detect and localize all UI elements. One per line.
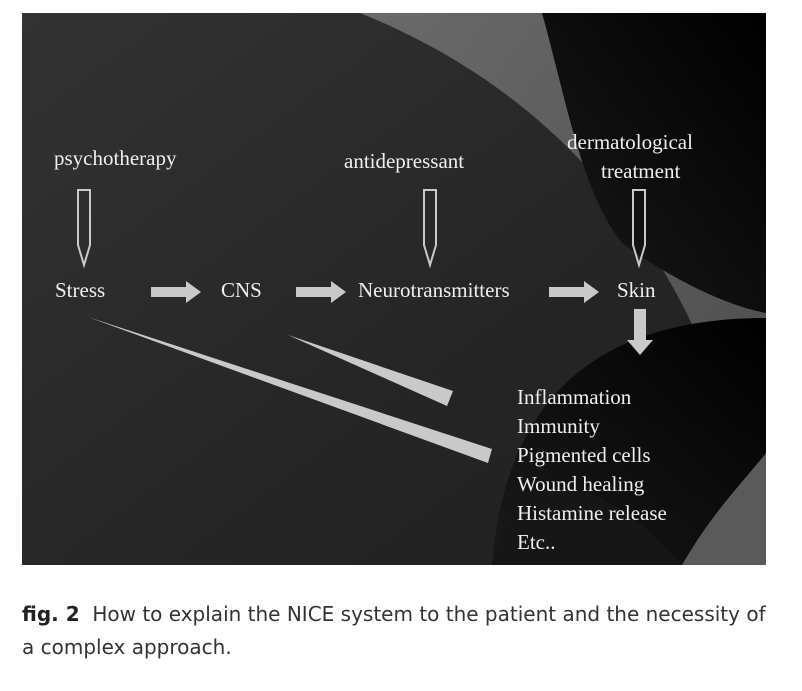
label-dermatological: dermatological [567,130,693,154]
wedge-cns-to-effects [288,335,453,406]
label-psychotherapy: psychotherapy [54,146,177,170]
effect-item: Inflammation [517,385,632,409]
effects-list: Inflammation Immunity Pigmented cells Wo… [517,385,667,554]
caption-text: How to explain the NICE system to the pa… [22,602,766,659]
diagram-canvas: psychotherapy antidepressant dermatologi… [22,13,766,565]
wedge-stress-to-effects [88,317,492,463]
figure-caption: fig. 2 How to explain the NICE system to… [22,598,782,664]
effect-item: Wound healing [517,472,645,496]
caption-label: fig. 2 [22,602,80,626]
antidepressant-down-arrow [423,189,437,269]
label-skin: Skin [617,278,656,302]
label-treatment: treatment [601,159,680,183]
label-cns: CNS [221,278,262,302]
background-dark-corner [542,13,766,313]
psychotherapy-down-arrow [77,189,91,269]
dermatological-down-arrow [632,189,646,269]
background-light-edge [682,453,766,565]
effect-item: Immunity [517,414,600,438]
effect-item: Pigmented cells [517,443,651,467]
arrow-stress-to-cns [151,281,201,303]
nice-system-figure: psychotherapy antidepressant dermatologi… [22,13,766,565]
label-antidepressant: antidepressant [344,149,464,173]
label-neurotransmitters: Neurotransmitters [358,278,510,302]
arrow-cns-to-neurotransmitters [296,281,346,303]
effect-item: Histamine release [517,501,667,525]
arrow-neurotransmitters-to-skin [549,281,599,303]
arrow-skin-to-effects [627,309,653,355]
label-stress: Stress [55,278,105,302]
effect-item: Etc.. [517,530,555,554]
